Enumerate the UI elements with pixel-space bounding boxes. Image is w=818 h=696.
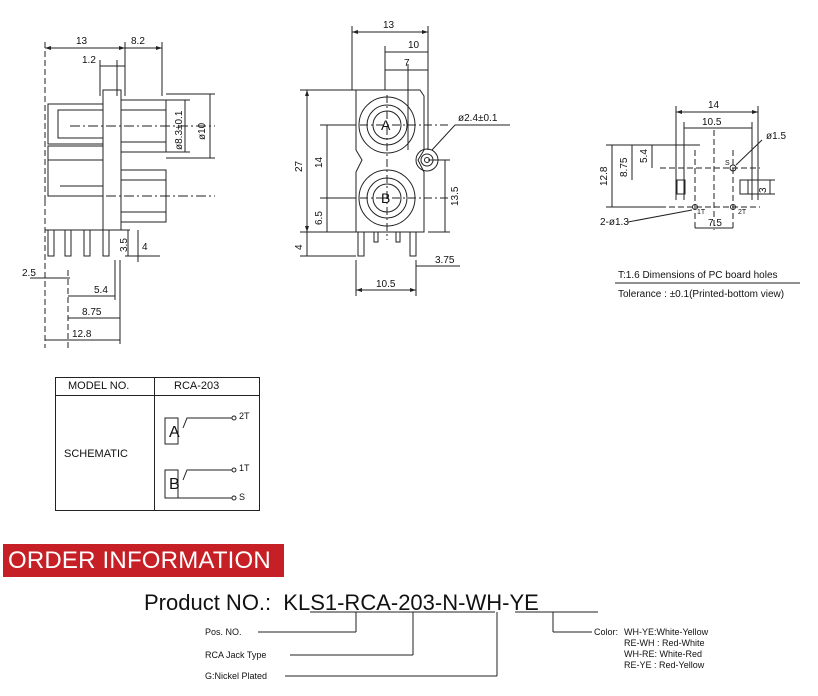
schematic-table: MODEL NO. RCA-203 SCHEMATIC A B 2T 1T S (55, 377, 260, 511)
pcb-caption: T:1.6 Dimensions of PC board holes (618, 270, 778, 281)
code-part-plating: N (442, 590, 459, 615)
front-dim-13: 13 (383, 20, 395, 31)
legend-color-1: WH-YE:White-Yellow (624, 627, 709, 637)
schematic-pin-s: S (239, 492, 246, 502)
side-dim-3-5: 3.5 (119, 238, 130, 252)
pcb-dim-14: 14 (708, 100, 720, 111)
legend-color-2: RE-WH : Red-White (624, 638, 705, 648)
order-leaders (258, 611, 598, 677)
front-dim-10-5: 10.5 (376, 279, 396, 290)
model-no-value: RCA-203 (174, 380, 220, 392)
legend-jack-type: RCA Jack Type (205, 650, 267, 660)
front-dim-10: 10 (408, 40, 420, 51)
pcb-dim-3: 3 (758, 187, 769, 193)
pcb-dim-8-75: 8.75 (619, 157, 630, 177)
side-dim-2-5: 2.5 (22, 268, 36, 279)
front-dim-14: 14 (314, 156, 325, 168)
order-information-header: ORDER INFORMATION (3, 544, 284, 577)
pcb-tolerance: Tolerance : ±0.1(Printed-bottom view) (618, 289, 784, 300)
schematic-pin-2t: 2T (239, 411, 250, 421)
side-dim-1-2: 1.2 (82, 55, 96, 66)
pcb-dim-10-5: 10.5 (702, 117, 722, 128)
schematic-block-a: A (169, 424, 180, 441)
code-part-series: KLS1-RCA-203 (283, 590, 435, 615)
order-information-title: ORDER INFORMATION (8, 547, 271, 574)
front-dim-27: 27 (294, 160, 305, 172)
legend-color-4: RE-YE : Red-Yellow (624, 660, 705, 670)
code-dash-2: - (458, 590, 466, 615)
side-dim-d8-3: ø8.3±0.1 (174, 110, 185, 150)
code-part-color: WH-YE (465, 590, 539, 615)
table-header-row (56, 378, 259, 396)
legend-color-title: Color: (594, 627, 619, 637)
schematic-pin-1t: 1T (239, 463, 250, 473)
side-dim-5-4: 5.4 (94, 285, 108, 296)
schematic-symbol (164, 415, 237, 501)
pcb-view (606, 106, 800, 284)
pcb-dim-12-8: 12.8 (599, 166, 610, 186)
front-dim-6-5: 6.5 (314, 211, 325, 225)
pcb-pin-2t: 2T (738, 209, 747, 216)
front-dim-13-5: 13.5 (450, 186, 461, 206)
schematic-label: SCHEMATIC (64, 448, 128, 460)
front-dim-3-75: 3.75 (435, 255, 455, 266)
jack-label-a: A (381, 117, 391, 133)
schematic-block-b: B (169, 476, 180, 493)
side-dim-4: 4 (142, 242, 148, 253)
front-dim-4: 4 (294, 244, 305, 250)
legend-nickel-plated: G:Nickel Plated (205, 671, 268, 681)
front-dim-7: 7 (404, 58, 410, 69)
product-number-line: Product NO.: KLS1-RCA-203-N-WH-YE (144, 590, 539, 616)
side-dim-d10: ø10 (197, 122, 208, 140)
pcb-pin-1t: 1T (697, 209, 706, 216)
pcb-dim-2-d1-3: 2-ø1.3 (600, 217, 629, 228)
legend-color-3: WH-RE: White-Red (624, 649, 703, 659)
side-view (30, 42, 215, 348)
side-dim-12-8: 12.8 (72, 329, 92, 340)
side-dim-8-2: 8.2 (131, 36, 145, 47)
front-dim-d2-4: ø2.4±0.1 (458, 113, 498, 124)
table-divider (154, 378, 155, 510)
code-dash-1: - (434, 590, 443, 615)
jack-label-b: B (381, 190, 390, 206)
pcb-pin-s: S (725, 160, 730, 167)
legend-pos-no: Pos. NO. (205, 627, 242, 637)
side-dim-8-75: 8.75 (82, 307, 102, 318)
side-dim-13: 13 (76, 36, 88, 47)
product-prefix: Product NO.: (144, 590, 272, 615)
pcb-dim-5-4: 5.4 (639, 149, 650, 163)
pcb-dim-7-5: 7.5 (708, 218, 722, 229)
model-no-label: MODEL NO. (68, 380, 130, 392)
pcb-dim-d1-5: ø1.5 (766, 131, 786, 142)
